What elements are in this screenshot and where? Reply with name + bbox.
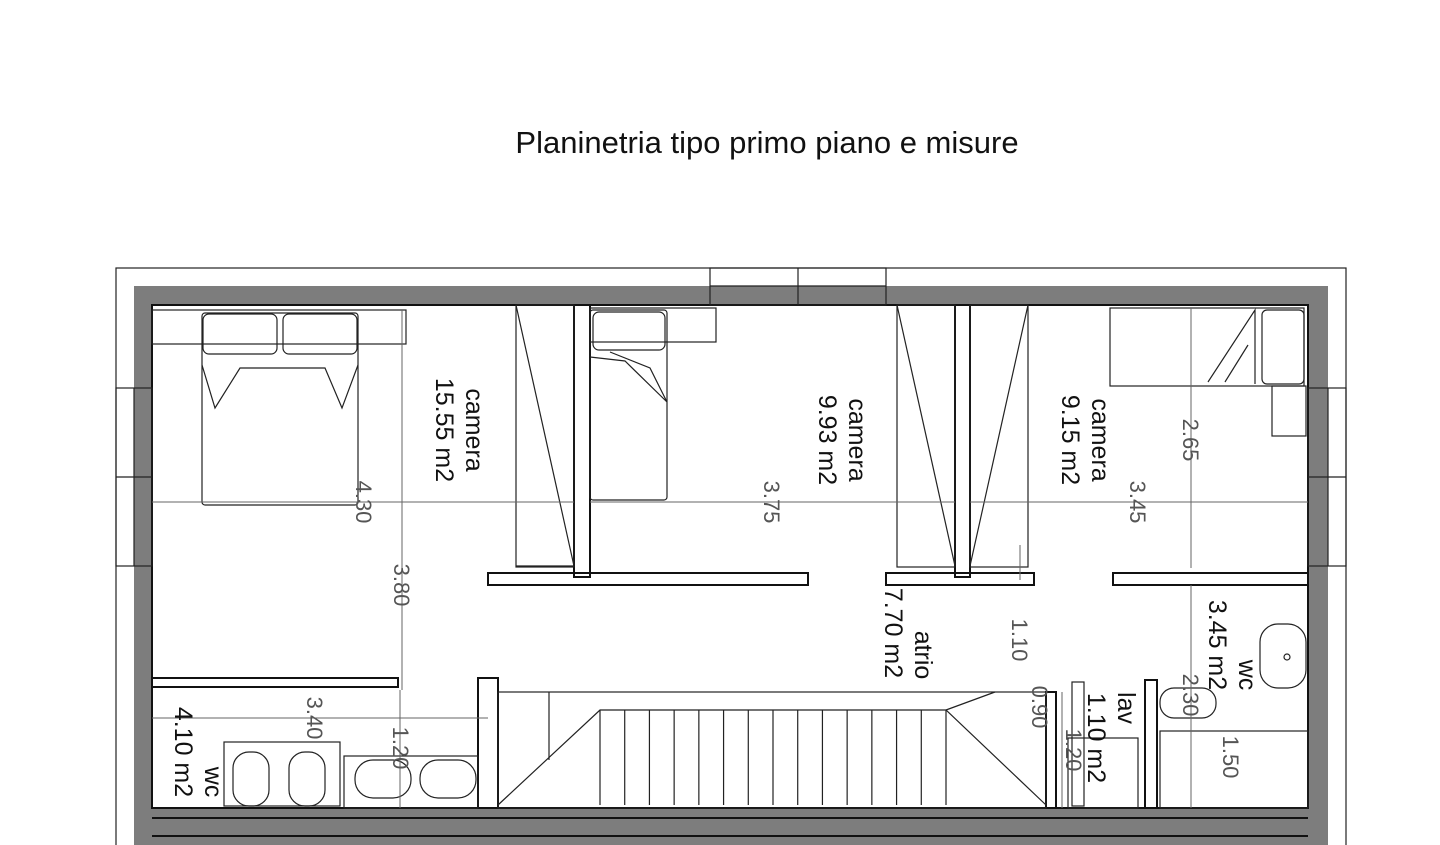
dimension-label: 2.30 (1178, 674, 1203, 717)
wardrobe-room-1 (515, 304, 575, 568)
sanitary-fixtures (223, 623, 1309, 809)
wardrobe-room-3 (969, 304, 1029, 568)
single-bed-room-2 (589, 307, 717, 501)
window-top (709, 267, 887, 306)
room-3-name: camera (1086, 398, 1114, 481)
room-5-area: 7.70 m2 (879, 588, 907, 678)
dimension-label: 2.65 (1178, 419, 1203, 462)
room-4-area: 3.45 m2 (1203, 600, 1231, 690)
room-5-name: atrio (909, 631, 937, 680)
room-7-area: 4.10 m2 (169, 707, 197, 797)
window-left (115, 387, 153, 567)
room-6-area: 1.10 m2 (1082, 693, 1110, 783)
dimension-label: 3.40 (302, 697, 327, 740)
room-2-name: camera (843, 398, 871, 481)
dimension-label: 1.20 (388, 727, 413, 770)
staircase (497, 691, 1047, 809)
wardrobe-room-2 (896, 304, 956, 568)
dimension-lines (152, 308, 1308, 808)
room-2-area: 9.93 m2 (813, 395, 841, 485)
dimension-label: 1.50 (1218, 736, 1243, 779)
dimension-label: 1.20 (1061, 729, 1086, 772)
double-bed (151, 309, 407, 506)
room-4-name: wc (1233, 659, 1261, 691)
single-bed-room-3 (1109, 307, 1307, 437)
room-6-name: lav (1112, 692, 1140, 724)
room-1-name: camera (460, 388, 488, 471)
room-3-area: 9.15 m2 (1056, 395, 1084, 485)
dimension-label: 3.80 (389, 564, 414, 607)
window-right (1307, 387, 1347, 567)
dimension-label: 3.45 (1125, 481, 1150, 524)
room-1-area: 15.55 m2 (430, 378, 458, 482)
dimension-label: 0.90 (1027, 686, 1052, 729)
dimension-label: 1.10 (1007, 619, 1032, 662)
room-7-name: wc (199, 766, 227, 798)
dimension-label: 3.75 (759, 481, 784, 524)
dimension-label: 4.30 (351, 481, 376, 524)
plan-title: Planinetria tipo primo piano e misure (515, 125, 1018, 160)
outer-walls (115, 267, 1347, 845)
